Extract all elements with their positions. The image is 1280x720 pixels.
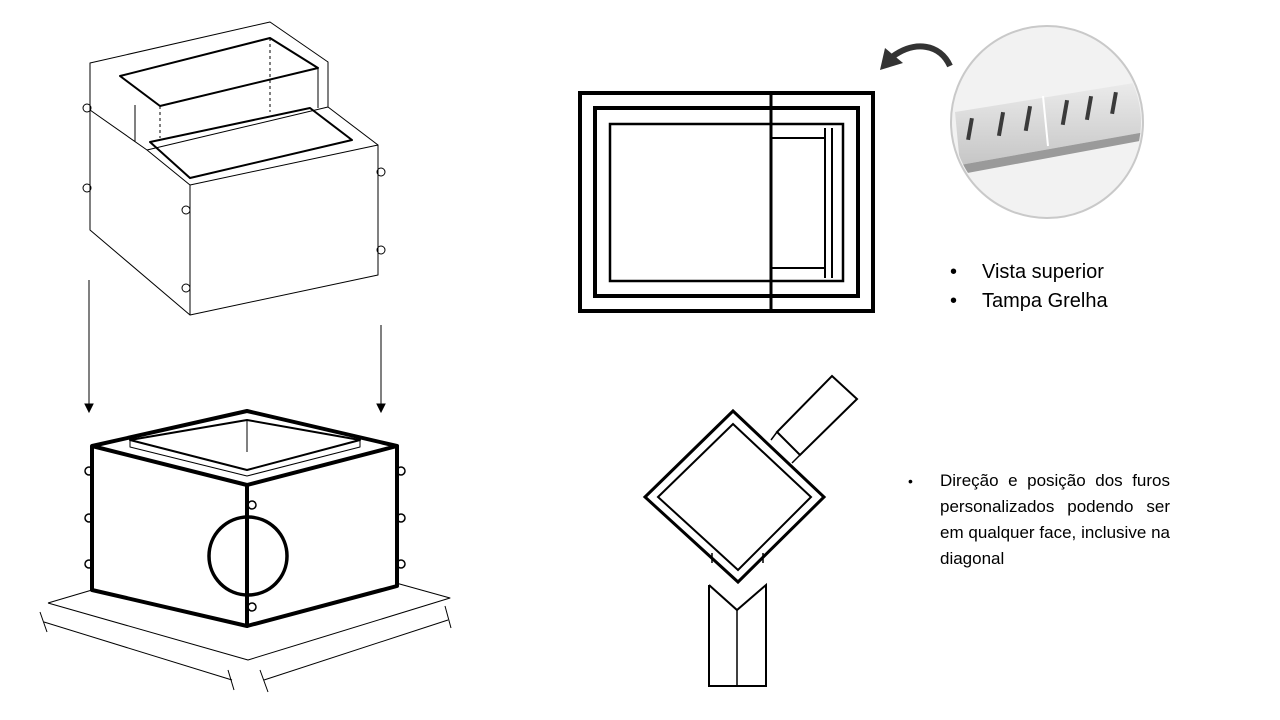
holes-note-list: Direção e posição dos furos personalizad… [908, 468, 1170, 572]
bullet-vista-superior: Vista superior [950, 258, 1108, 287]
box-with-round-hole-drawing [39, 409, 452, 693]
curved-arrow-icon [880, 43, 953, 70]
stepped-box-drawing [82, 21, 386, 316]
top-view-bullet-list: Vista superior Tampa Grelha [950, 258, 1108, 316]
bullet-tampa-grelha: Tampa Grelha [950, 287, 1108, 316]
assembly-arrows [84, 280, 386, 414]
grate-lid-photo [950, 25, 1144, 219]
top-view-drawing [578, 91, 875, 313]
holes-note-text: Direção e posição dos furos personalizad… [908, 468, 1170, 572]
diagonal-hole-drawing [642, 374, 859, 687]
